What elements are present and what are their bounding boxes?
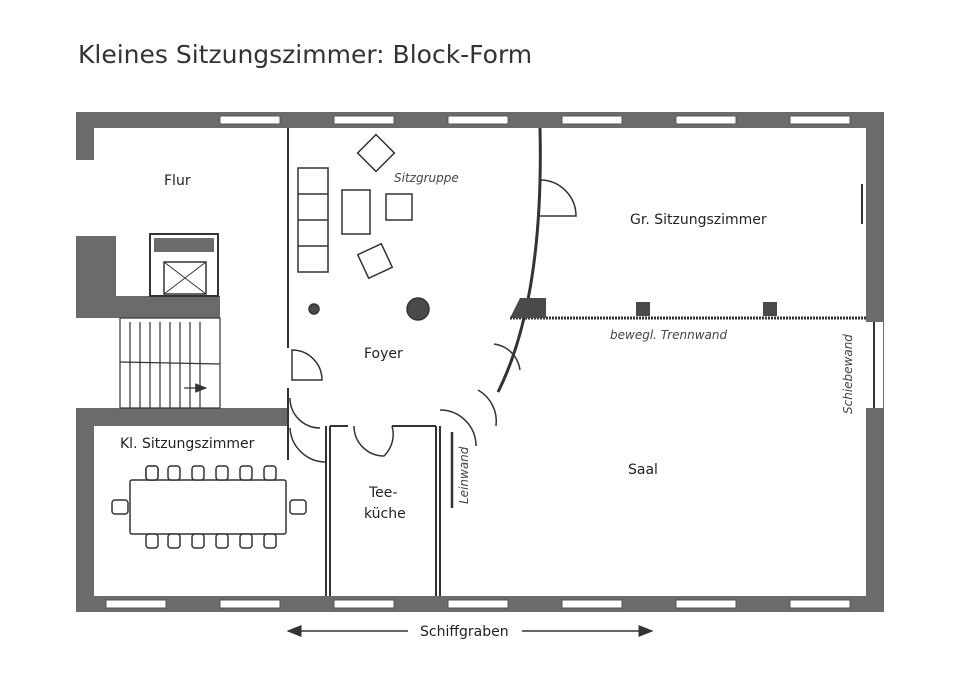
door-swing <box>493 343 521 371</box>
chair <box>215 465 229 481</box>
door-swing <box>477 389 498 427</box>
wall-stair-top <box>94 296 220 318</box>
window <box>447 115 509 125</box>
chair <box>191 465 205 481</box>
window <box>675 115 737 125</box>
foyer-furniture <box>297 133 430 321</box>
window <box>219 115 281 125</box>
round-table <box>406 297 430 321</box>
chair <box>385 193 413 221</box>
chair <box>191 533 205 549</box>
column <box>763 302 777 316</box>
window <box>789 115 851 125</box>
chair <box>356 133 396 173</box>
label-flur: Flur <box>164 173 191 189</box>
chair <box>167 533 181 549</box>
meeting-table <box>111 465 307 549</box>
window <box>333 115 395 125</box>
elevator <box>149 233 219 297</box>
chair <box>263 533 277 549</box>
window <box>105 599 167 609</box>
door-swing <box>353 425 394 457</box>
door-swing <box>439 409 477 447</box>
chair <box>263 465 277 481</box>
column <box>636 302 650 316</box>
door-swing <box>539 179 577 217</box>
chair <box>111 499 129 515</box>
chair <box>356 242 394 280</box>
door-swing <box>289 427 327 463</box>
windows <box>105 115 851 609</box>
chair <box>167 465 181 481</box>
window <box>675 599 737 609</box>
label-schiebewand: Schiebewand <box>841 334 855 414</box>
label-sitzgruppe: Sitzgruppe <box>394 171 459 185</box>
window <box>219 599 281 609</box>
wall-stair-block <box>94 236 116 296</box>
wall-left-upper <box>76 112 94 160</box>
chair <box>289 499 307 515</box>
door-swing <box>291 349 323 381</box>
interior-walls <box>287 127 866 596</box>
window <box>333 599 395 609</box>
window <box>447 599 509 609</box>
columns <box>510 298 777 318</box>
label-trennwand: bewegl. Trennwand <box>610 328 727 342</box>
chair <box>145 533 159 549</box>
window <box>561 115 623 125</box>
conference-table <box>129 479 287 535</box>
label-street: Schiffgraben <box>420 624 509 640</box>
label-gr-sitzungszimmer: Gr. Sitzungszimmer <box>630 212 767 228</box>
wall-left-lower <box>76 408 94 612</box>
label-foyer: Foyer <box>364 346 403 362</box>
doors <box>289 179 577 463</box>
column <box>510 298 546 318</box>
chair <box>215 533 229 549</box>
label-kl-sitzungszimmer: Kl. Sitzungszimmer <box>120 436 255 452</box>
column-round <box>308 303 320 315</box>
chair <box>239 465 253 481</box>
staircase <box>119 317 221 409</box>
window <box>789 599 851 609</box>
label-teekueche-1: Tee- <box>368 485 397 501</box>
chair <box>145 465 159 481</box>
coffee-table <box>341 189 371 235</box>
wall-left-mid <box>76 236 94 318</box>
chair <box>239 533 253 549</box>
window <box>561 599 623 609</box>
label-saal: Saal <box>628 462 658 478</box>
page-title: Kleines Sitzungszimmer: Block-Form <box>78 40 533 69</box>
label-teekueche-2: küche <box>364 506 406 522</box>
curved-wall <box>496 127 542 393</box>
wall-kl-top <box>76 408 288 426</box>
label-leinwand: Leinwand <box>457 446 471 504</box>
